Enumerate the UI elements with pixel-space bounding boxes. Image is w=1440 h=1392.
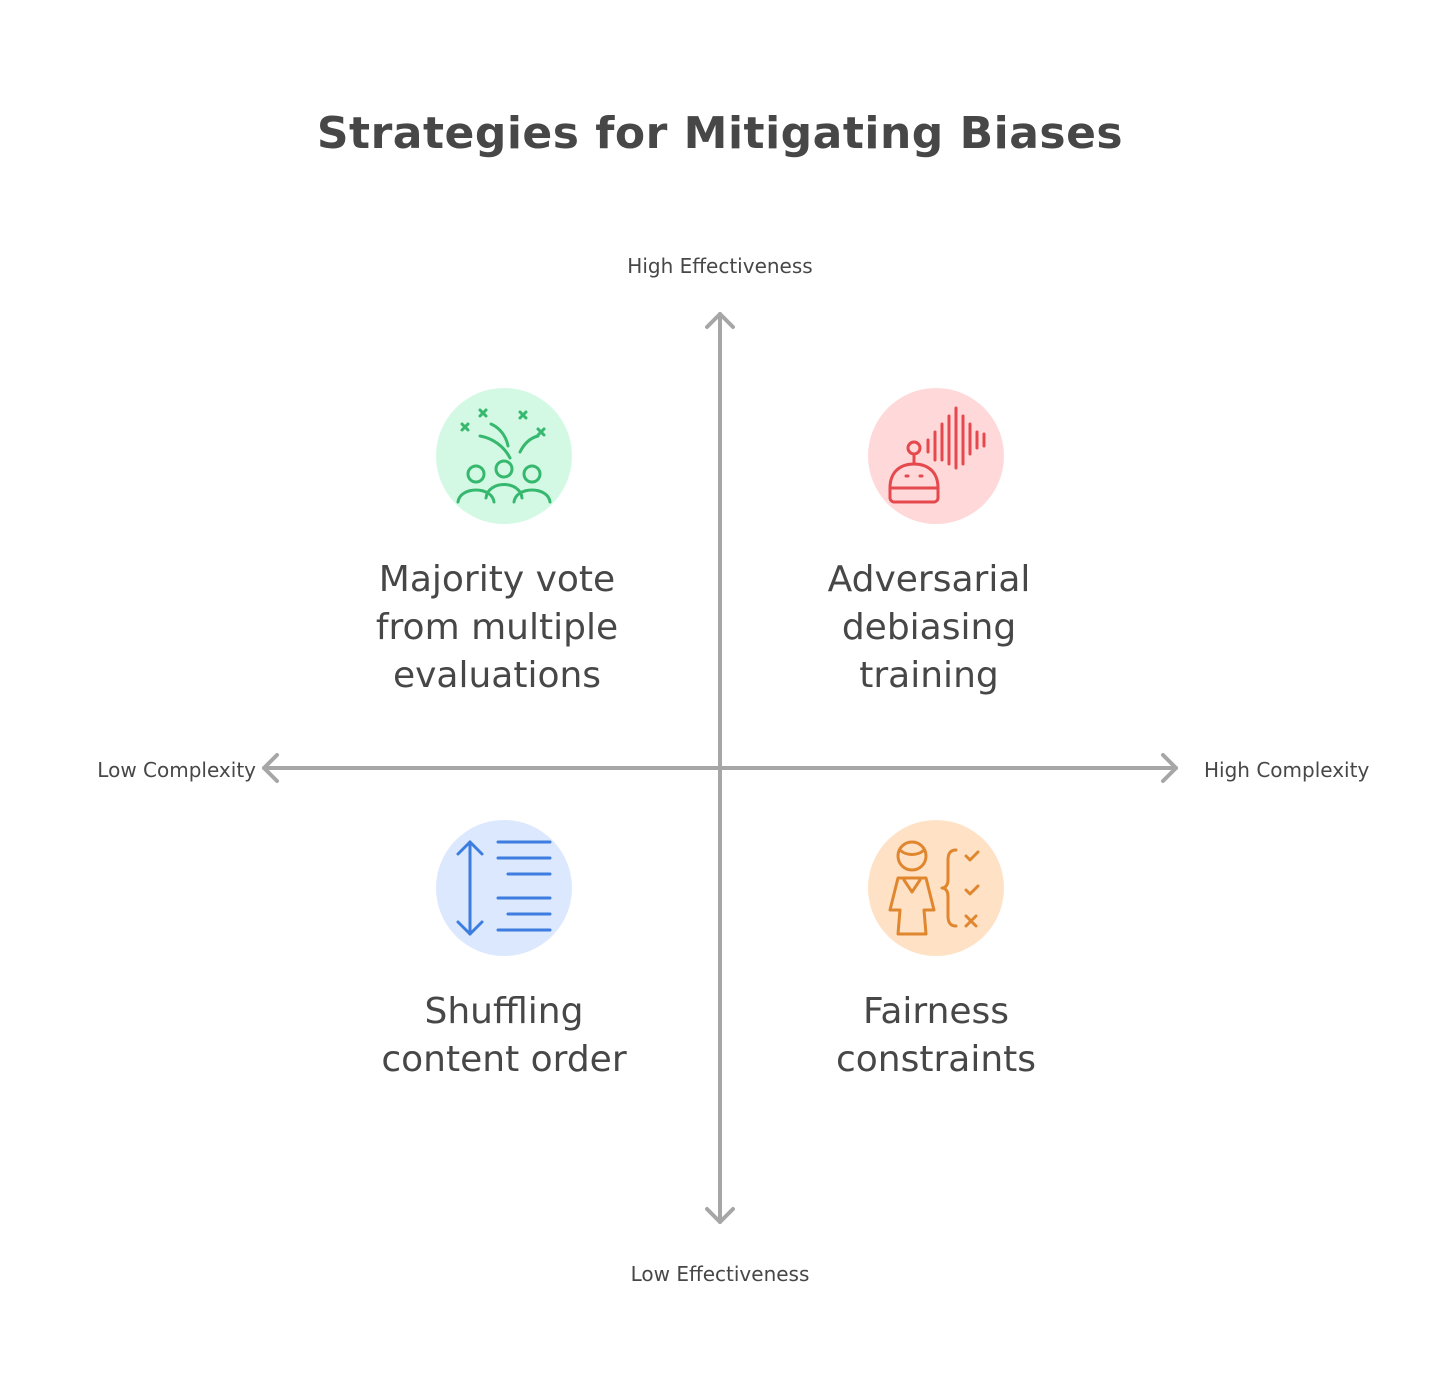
reorder-list-icon (456, 840, 552, 936)
arrow-up (705, 312, 735, 329)
axis-label-right: High Complexity (1204, 758, 1370, 782)
strategy-shuffling-content: Shuffling content order (381, 991, 627, 1080)
robot-soundwave-icon-circle (868, 388, 1004, 524)
strategy-majority-vote: Majority vote from multiple evaluations (375, 559, 619, 696)
strategy-fairness-constraints: Fairness constraints (835, 991, 1037, 1080)
page-title: Strategies for Mitigating Biases (316, 108, 1124, 159)
strategy-adversarial-debiasing: Adversarial debiasing training (827, 559, 1031, 696)
reorder-list-icon-circle (436, 820, 572, 956)
person-checklist-icon (888, 840, 980, 936)
robot-soundwave-icon (888, 406, 986, 504)
person-checklist-icon-circle (868, 820, 1004, 956)
axis-label-left: Low Complexity (97, 758, 256, 782)
arrow-left (262, 753, 279, 783)
crowd-voting-icon (456, 408, 552, 504)
crowd-voting-icon-circle (436, 388, 572, 524)
arrow-down (705, 1207, 735, 1224)
axis-label-top: High Effectiveness (627, 254, 813, 278)
axis-label-bottom: Low Effectiveness (630, 1262, 810, 1286)
arrow-right (1161, 753, 1178, 783)
